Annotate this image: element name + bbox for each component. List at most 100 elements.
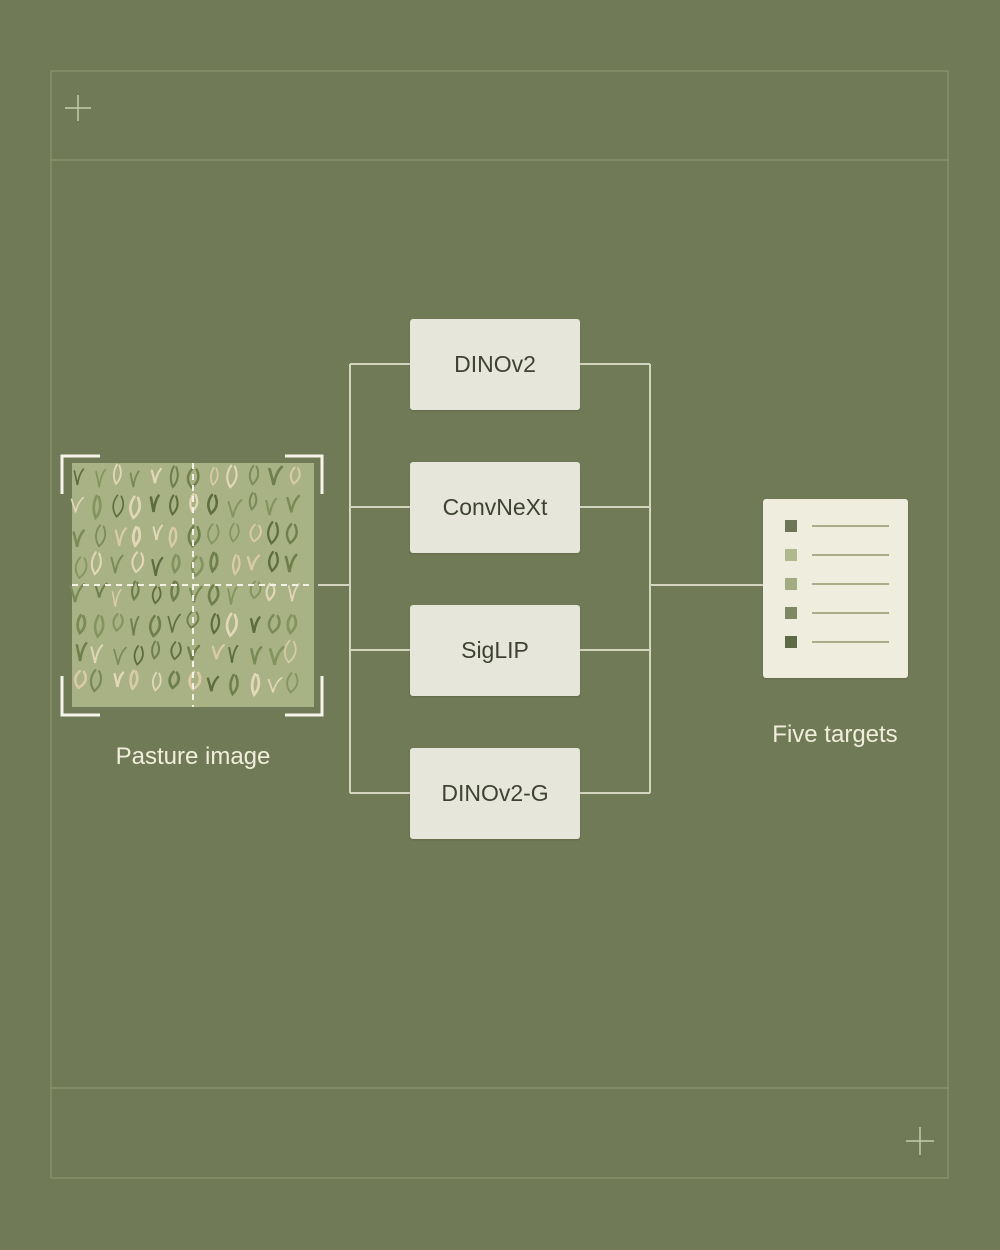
grass-blade (207, 493, 219, 516)
grass-blade (227, 586, 238, 605)
grass-blade (249, 523, 262, 543)
grass-blade (151, 640, 161, 660)
grass-blade (152, 524, 164, 541)
grass-blade (267, 677, 283, 693)
grass-blade (92, 494, 102, 521)
grass-blade (75, 641, 88, 662)
grass-blade (148, 614, 162, 638)
grass-blade (265, 497, 278, 516)
grass-blade (249, 580, 262, 600)
grass-blade (110, 554, 124, 574)
grass-blade (95, 468, 107, 488)
grass-blade (286, 613, 298, 635)
grass-blade (283, 639, 297, 664)
connectors (318, 363, 763, 794)
plus-icon (65, 95, 91, 121)
target-marker (785, 520, 797, 532)
grass-blade (248, 491, 258, 511)
target-row (785, 520, 889, 532)
target-line (812, 583, 889, 585)
grass-blade (73, 669, 88, 690)
grass-blade (113, 646, 127, 665)
grass-blade (265, 582, 276, 602)
targets-card (763, 499, 908, 678)
model-label: DINOv2 (454, 351, 536, 377)
grass-blade (188, 670, 202, 692)
grass-blade (246, 554, 261, 571)
grass-blade (129, 495, 142, 520)
grass-blade (284, 553, 298, 573)
target-marker (785, 578, 797, 590)
grass-blade (95, 524, 107, 548)
grass-blade (151, 556, 164, 577)
grass-blade (93, 614, 105, 639)
grass-blade (69, 583, 86, 603)
grass-blade (250, 646, 263, 665)
target-row (785, 607, 889, 619)
target-row (785, 549, 889, 561)
model-box-dinov2: DINOv2 (410, 319, 580, 410)
grass-blade (287, 583, 300, 602)
grass-blade (113, 671, 125, 688)
grass-blade (186, 467, 200, 489)
grass-blade (73, 468, 85, 486)
model-box-siglip: SigLIP (410, 605, 580, 696)
grass-blade (207, 584, 220, 607)
grass-blade (133, 645, 144, 666)
grass-blade (76, 613, 87, 636)
grass-blade (151, 585, 162, 605)
grass-blade (209, 551, 219, 574)
target-line (812, 554, 889, 556)
grass-blade (267, 521, 279, 545)
grass-blade (210, 466, 219, 487)
grass-blade (170, 641, 182, 661)
grass-blade (211, 643, 226, 660)
grass-blade (285, 522, 298, 545)
grass-blade (210, 613, 221, 635)
grass-blade (89, 669, 103, 693)
grass-blade (130, 615, 140, 636)
grass-blade (249, 616, 261, 633)
model-box-convnext: ConvNeXt (410, 462, 580, 553)
grass-blade (112, 613, 124, 632)
grass-blade (286, 494, 301, 513)
grass-blade (129, 669, 139, 691)
model-label: SigLIP (461, 637, 529, 663)
input-caption: Pasture image (115, 743, 271, 770)
target-row (785, 578, 889, 590)
grass-blade (225, 612, 238, 638)
grass-blade (90, 644, 104, 664)
grass-blade (169, 465, 179, 489)
grass-blade (150, 467, 163, 484)
grass-texture (69, 463, 301, 698)
grass-blade (286, 672, 299, 694)
viewfinder-corners (60, 454, 324, 717)
grass-blade (267, 613, 281, 635)
grass-blade (206, 675, 220, 692)
grass-blade (152, 671, 162, 692)
target-line (812, 641, 889, 643)
grass-blade (130, 580, 140, 602)
grass-blade (187, 644, 201, 661)
target-line (812, 612, 889, 614)
grass-blade (186, 610, 200, 629)
grass-blade (207, 523, 220, 545)
model-label: DINOv2-G (441, 780, 549, 806)
output-caption: Five targets (772, 721, 898, 748)
image-grid-lines (72, 463, 314, 707)
grass-blade (90, 551, 102, 576)
grass-blade (149, 494, 160, 513)
model-label: ConvNeXt (442, 494, 548, 520)
grass-blade (170, 580, 180, 603)
grass-blade (168, 670, 181, 690)
grass-blade (72, 529, 86, 548)
grass-blade (167, 613, 182, 633)
grass-blade (189, 585, 203, 603)
grass-blade (168, 526, 178, 549)
target-marker (785, 549, 797, 561)
grass-blade (129, 470, 140, 488)
grass-blade (113, 463, 122, 486)
pasture-image (60, 454, 324, 717)
plus-icon (906, 1127, 934, 1155)
